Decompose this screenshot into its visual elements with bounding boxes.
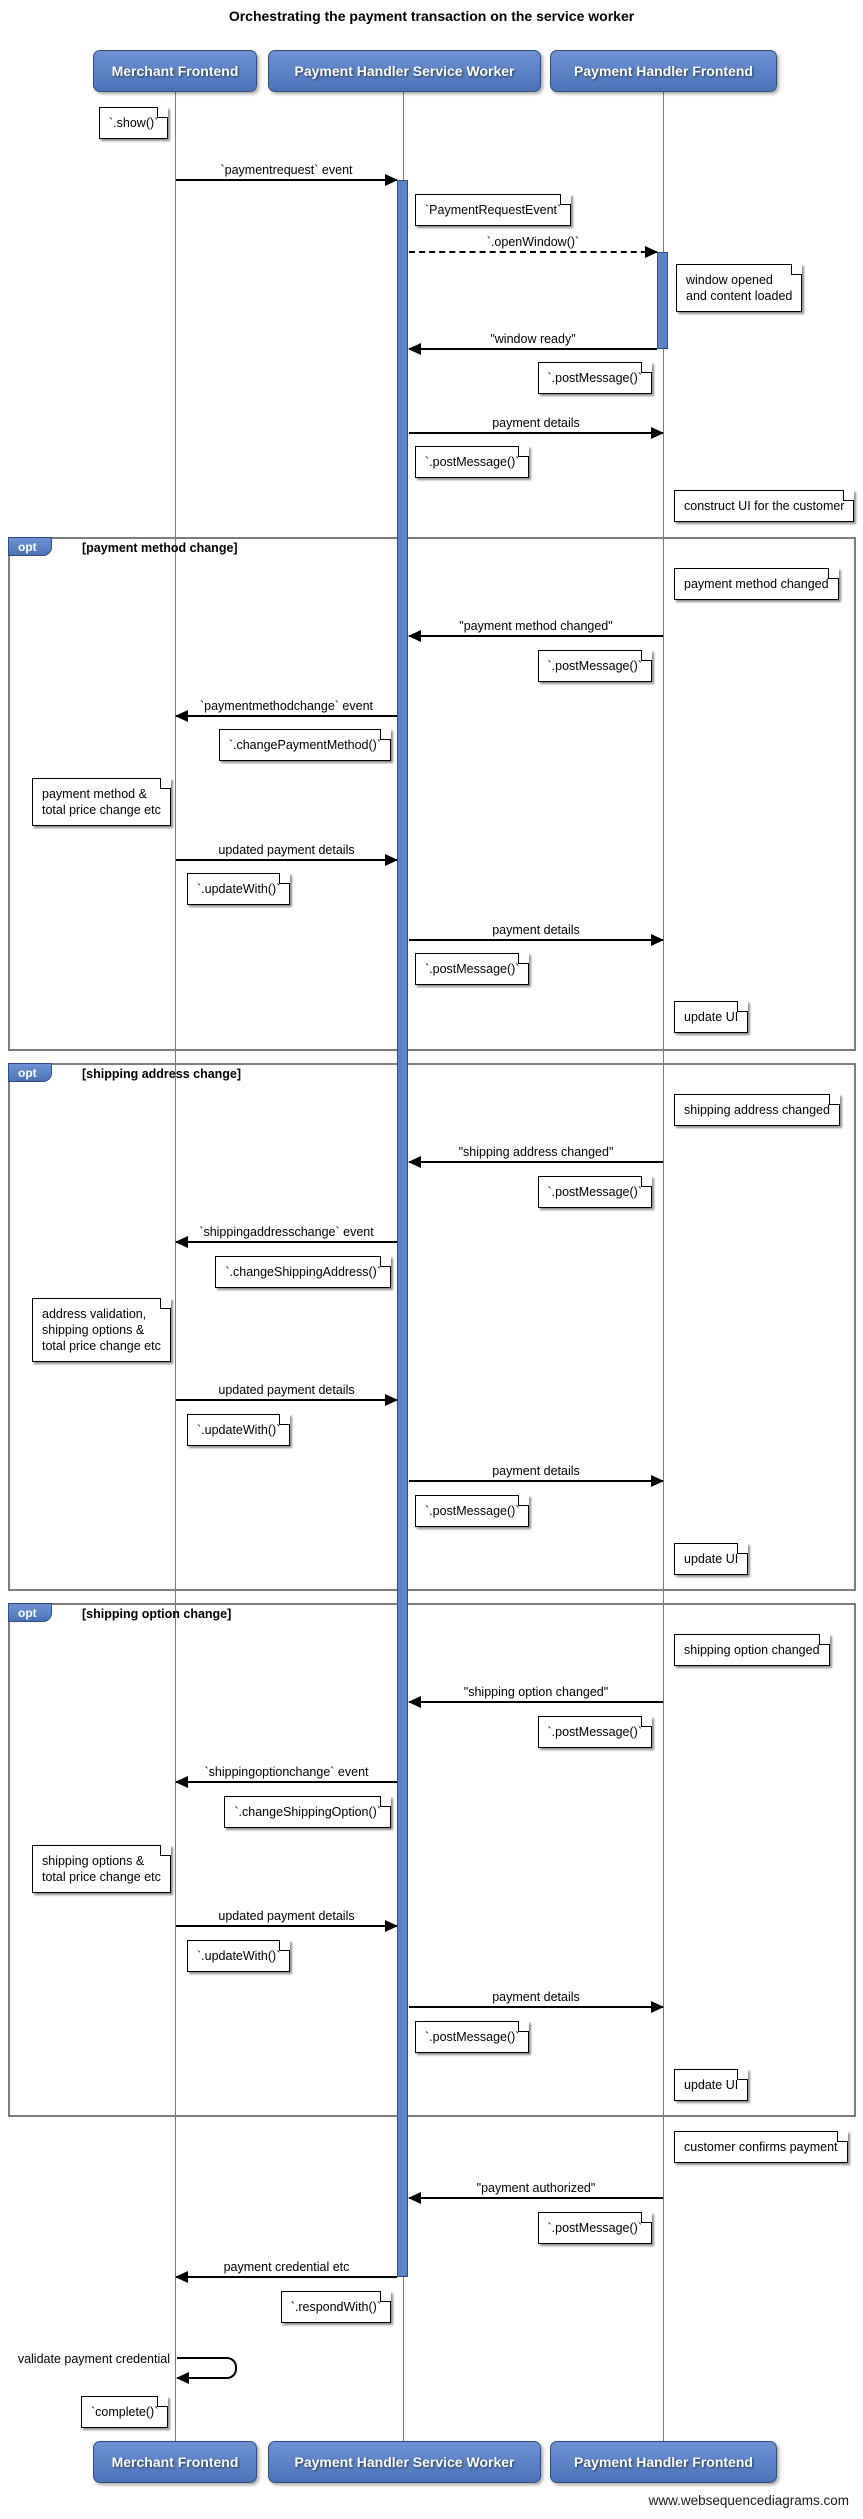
opt-fragment-shipping-option-change: opt [shipping option change] [8, 1603, 856, 2117]
note-postmessage: `.postMessage()` [537, 650, 653, 682]
note-update-ui: update UI [674, 2069, 749, 2101]
note-address-validation: address validation, shipping options & t… [32, 1298, 171, 1362]
note-update-ui: update UI [674, 1001, 749, 1033]
participant-top-merchant-frontend: Merchant Frontend [93, 50, 257, 92]
note-changeshippingaddress: `.changeShippingAddress()` [215, 1256, 391, 1288]
opt-keyword-tab: opt [8, 537, 52, 556]
note-paymentrequestevent: `PaymentRequestEvent` [415, 194, 572, 226]
opt-fragment-payment-method-change: opt [payment method change] [8, 537, 856, 1051]
activation-bar-service-worker [397, 180, 408, 2277]
note-updatewith: `.updateWith()` [187, 1940, 291, 1972]
opt-condition: [shipping address change] [82, 1067, 242, 1081]
note-postmessage: `.postMessage()` [415, 446, 530, 478]
note-postmessage: `.postMessage()` [415, 953, 530, 985]
note-postmessage: `.postMessage()` [415, 1495, 530, 1527]
note-construct-ui: construct UI for the customer [674, 490, 855, 522]
websequencediagrams-credit: www.websequencediagrams.com [648, 2493, 849, 2508]
diagram-title: Orchestrating the payment transaction on… [228, 8, 635, 24]
opt-keyword-tab: opt [8, 1063, 52, 1082]
note-payment-method-changed: payment method changed [674, 568, 839, 600]
note-updatewith: `.updateWith()` [187, 873, 291, 905]
note-postmessage: `.postMessage()` [537, 2212, 653, 2244]
note-changeshippingoption: `.changeShippingOption()` [224, 1796, 391, 1828]
opt-condition: [payment method change] [82, 541, 238, 555]
participant-bottom-service-worker: Payment Handler Service Worker [268, 2441, 541, 2483]
note-complete: `complete()` [81, 2396, 169, 2428]
note-show: `.show()` [99, 107, 169, 139]
participant-top-frontend: Payment Handler Frontend [550, 50, 777, 92]
note-shipping-option-changed: shipping option changed [674, 1634, 830, 1666]
note-changepaymentmethod: `.changePaymentMethod()` [218, 729, 392, 761]
note-update-ui: update UI [674, 1543, 749, 1575]
note-shipping-address-changed: shipping address changed [674, 1094, 840, 1126]
lifeline-payment-handler-frontend [663, 92, 664, 2441]
note-postmessage: `.postMessage()` [537, 1716, 653, 1748]
note-shipping-options-total-price: shipping options & total price change et… [32, 1845, 171, 1893]
note-postmessage: `.postMessage()` [415, 2021, 530, 2053]
opt-condition: [shipping option change] [82, 1607, 232, 1621]
participant-bottom-frontend: Payment Handler Frontend [550, 2441, 777, 2483]
activation-bar-frontend [657, 252, 668, 349]
note-customer-confirms-payment: customer confirms payment [674, 2131, 848, 2163]
participant-top-service-worker: Payment Handler Service Worker [268, 50, 541, 92]
participant-bottom-merchant-frontend: Merchant Frontend [93, 2441, 257, 2483]
note-postmessage: `.postMessage()` [537, 362, 653, 394]
self-message-label-validate-payment-credential: validate payment credential [17, 2352, 170, 2366]
note-respondwith: `.respondWith()` [280, 2291, 392, 2323]
opt-fragment-shipping-address-change: opt [shipping address change] [8, 1063, 856, 1591]
note-updatewith: `.updateWith()` [187, 1414, 291, 1446]
note-payment-method-total-price: payment method & total price change etc [32, 778, 171, 826]
note-window-opened: window opened and content loaded [676, 264, 803, 312]
lifeline-merchant-frontend [175, 92, 176, 2441]
note-postmessage: `.postMessage()` [537, 1176, 653, 1208]
opt-keyword-tab: opt [8, 1603, 52, 1622]
